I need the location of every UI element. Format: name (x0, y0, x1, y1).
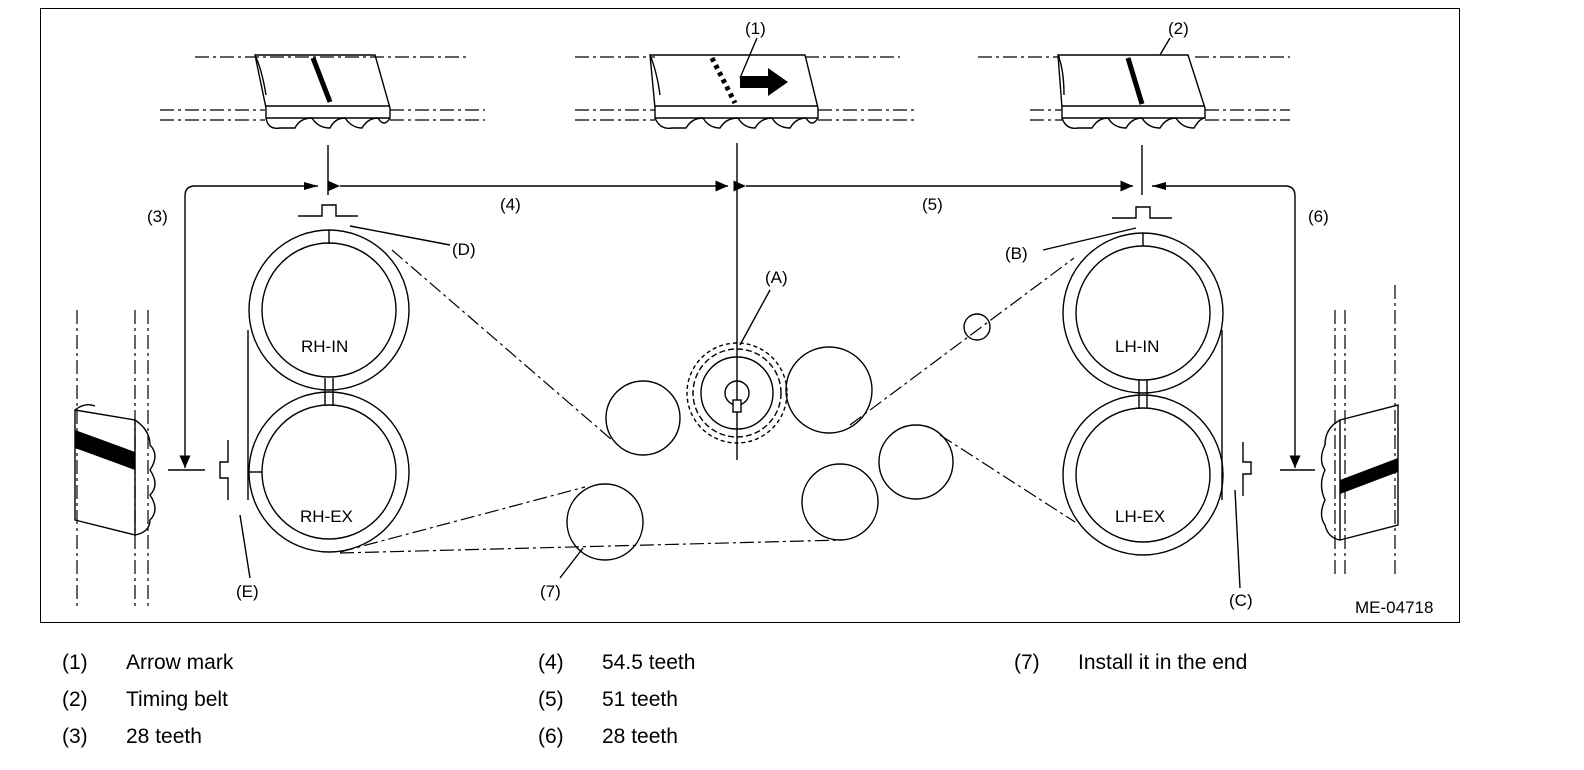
dimension-lines (179, 143, 1301, 468)
legend-num: (2) (62, 688, 88, 711)
callout-6: (6) (1308, 207, 1329, 226)
gear-rh-in (248, 229, 410, 391)
callout-5: (5) (922, 195, 943, 214)
callout-1: (1) (745, 19, 766, 38)
belt-route (247, 249, 1223, 554)
leader-lines (239, 225, 1241, 589)
diagram-id-code: ME-04718 (1355, 598, 1433, 617)
arrow-mark-icon (740, 68, 788, 96)
belt-detail-rh (160, 54, 485, 129)
gear-lh-in (1062, 232, 1224, 394)
gear-label-rh-ex: RH-EX (300, 507, 353, 526)
gear-label-rh-in: RH-IN (301, 337, 348, 356)
callout-b: (B) (1005, 244, 1028, 263)
gear-label-lh-ex: LH-EX (1115, 507, 1165, 526)
side-belt-rh (74, 310, 156, 608)
callout-7: (7) (540, 582, 561, 601)
gear-rh-ex (248, 378, 410, 553)
legend-num: (3) (62, 725, 88, 748)
callout-2: (2) (1168, 19, 1189, 38)
timing-marks (168, 204, 1315, 500)
callout-labels: (1) (2) (3) (4) (5) (6) (7) (A) (B) (C) … (147, 19, 1329, 610)
callout-c: (C) (1229, 591, 1253, 610)
legend-text: 28 teeth (126, 725, 202, 748)
callout-3: (3) (147, 207, 168, 226)
legend-text: 54.5 teeth (602, 651, 696, 674)
legend-num: (4) (538, 651, 564, 674)
legend-text: Timing belt (126, 688, 228, 711)
legend-text: Install it in the end (1078, 651, 1248, 674)
belt-detail-center (575, 37, 915, 129)
belt-detail-lh (978, 37, 1290, 129)
legend-num: (1) (62, 651, 88, 674)
callout-a: (A) (765, 268, 788, 287)
legend-text: 51 teeth (602, 688, 678, 711)
legend-num: (7) (1014, 651, 1040, 674)
gear-lh-ex (1062, 380, 1224, 556)
legend-text: Arrow mark (126, 651, 234, 674)
callout-4: (4) (500, 195, 521, 214)
diagram-frame (40, 8, 1460, 623)
crank-sprocket (686, 342, 788, 444)
callout-d: (D) (452, 240, 476, 259)
side-belt-lh (1320, 285, 1399, 575)
gear-label-lh-in: LH-IN (1115, 337, 1159, 356)
gear-labels: RH-IN RH-EX LH-IN LH-EX (300, 337, 1165, 526)
legend-text: 28 teeth (602, 725, 678, 748)
legend-num: (5) (538, 688, 564, 711)
legend-num: (6) (538, 725, 564, 748)
idler-pulleys (566, 313, 991, 561)
callout-e: (E) (236, 582, 259, 601)
